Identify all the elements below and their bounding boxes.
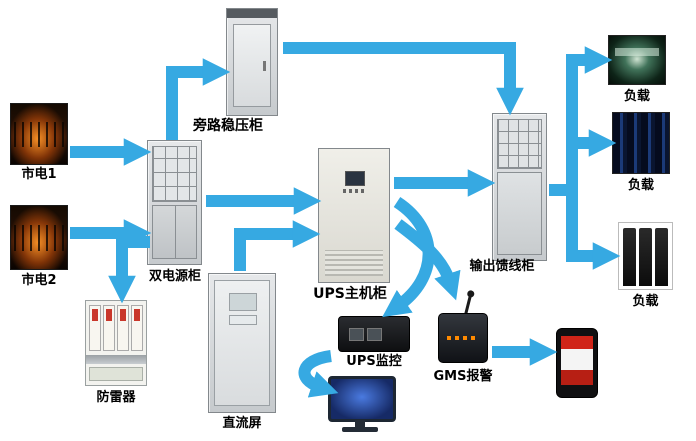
monitor-pc-image: [328, 376, 396, 434]
network-port: [349, 328, 364, 341]
led-indicators: [447, 336, 477, 340]
din-rail: [86, 355, 146, 364]
ups-cabinet-label: UPS主机柜: [313, 286, 387, 302]
spd-module: [103, 305, 115, 351]
bypass-cabinet-image: [226, 8, 278, 116]
spd-base: [89, 367, 143, 381]
mains1-photo: [10, 103, 68, 165]
load2-photo: [612, 112, 670, 174]
ups-vent-grille: [325, 250, 383, 276]
gsm-modem-body: [438, 313, 488, 363]
arrow-bypass-to-output: [283, 42, 524, 116]
gms-alarm-label: GMS报警: [433, 369, 493, 384]
phone-screen: [561, 336, 593, 385]
server-tower: [655, 228, 668, 286]
dc-panel-image: [208, 273, 276, 413]
dual-power-cabinet-label: 双电源柜: [148, 269, 201, 284]
ups-display-screen: [345, 171, 365, 186]
dual-power-cabinet-image: [147, 140, 202, 265]
cabinet-door: [214, 280, 270, 406]
ups-buttons: [343, 189, 365, 193]
mains2-label: 市电2: [21, 273, 57, 288]
mains1-label: 市电1: [21, 167, 57, 182]
bypass-cabinet-label: 旁路稳压柜: [193, 118, 263, 134]
arrow-ups-to-gms: [394, 219, 461, 301]
load3-label: 负载: [632, 294, 659, 309]
monitor-stand: [355, 420, 365, 427]
dc-panel-meter: [229, 315, 257, 325]
lightning-arrester-image: [85, 300, 147, 386]
monitor-base: [342, 427, 378, 432]
dc-panel-window: [229, 293, 257, 311]
gms-alarm-image: [438, 295, 488, 365]
spd-modules: [89, 305, 143, 351]
ups-cabinet-image: [318, 148, 390, 283]
dc-panel-label: 直流屏: [222, 416, 262, 431]
network-port: [367, 328, 382, 341]
mains2-photo: [10, 205, 68, 270]
server-tower: [623, 228, 636, 286]
arrow-ups-to-monitor: [382, 196, 435, 318]
output-cabinet-label: 输出馈线柜: [469, 259, 535, 274]
server-tower: [639, 228, 652, 286]
load2-label: 负载: [627, 178, 654, 193]
load3-photo: [618, 222, 673, 290]
cabinet-door: [233, 24, 271, 107]
arrow-dc-to-ups: [234, 220, 321, 271]
spd-module: [89, 305, 101, 351]
cabinet-instrument-panel: [152, 146, 197, 202]
cabinet-top-band: [227, 9, 277, 18]
cabinet-doors: [152, 205, 197, 259]
spd-module: [117, 305, 129, 351]
lightning-arrester-label: 防雷器: [96, 390, 136, 405]
ups-monitor-image: [338, 316, 410, 352]
cabinet-meter-rows: [497, 119, 542, 169]
spd-module: [131, 305, 143, 351]
output-cabinet-image: [492, 113, 547, 261]
load1-photo: [608, 35, 666, 85]
cabinet-door: [497, 172, 542, 255]
alarm-phone-image: [556, 328, 598, 398]
ups-monitor-label: UPS监控: [346, 354, 402, 369]
computer-screen: [328, 376, 396, 422]
load1-label: 负载: [623, 89, 650, 104]
